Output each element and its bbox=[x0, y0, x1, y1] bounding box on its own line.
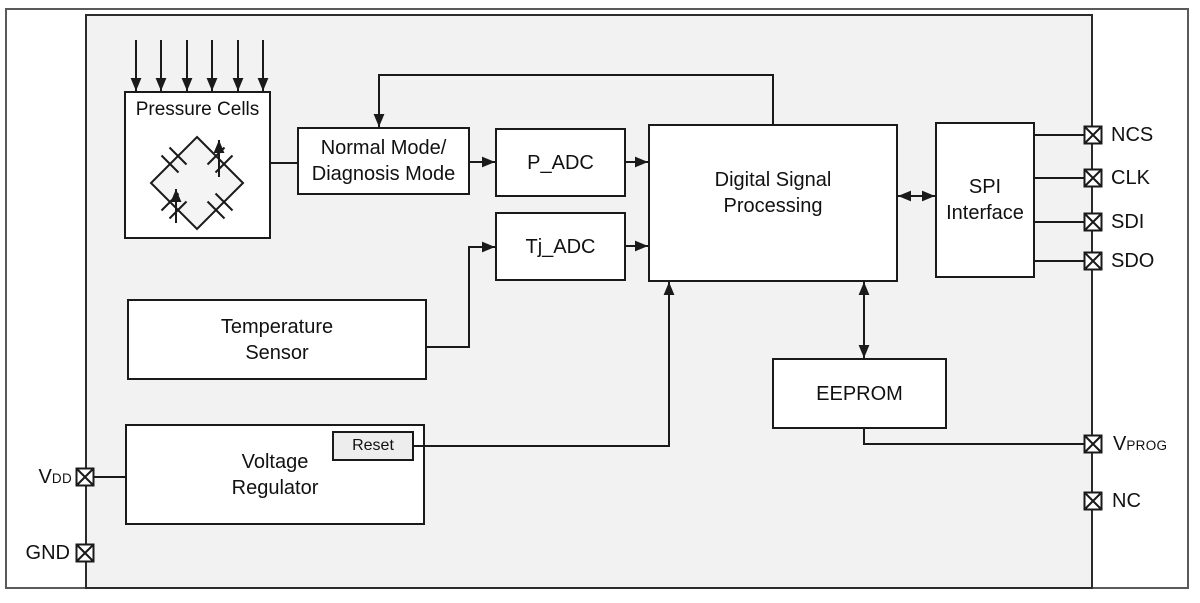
block-label-line1: Voltage bbox=[241, 450, 309, 473]
block-temperature-sensor: Temperature Sensor bbox=[127, 299, 427, 380]
pin-label-ncs: NCS bbox=[1111, 124, 1154, 146]
block-label-line1: Digital Signal bbox=[714, 169, 832, 191]
block-spi-interface: SPI Interface bbox=[935, 122, 1035, 278]
block-label-line1: Normal Mode/ bbox=[320, 137, 447, 159]
pin-label-clk: CLK bbox=[1111, 167, 1150, 189]
block-label-line2: Processing bbox=[723, 195, 823, 217]
block-pressure-cells: Pressure Cells bbox=[124, 91, 271, 239]
pin-label-vprog: VPROG bbox=[1113, 433, 1168, 455]
block-label-line2: Sensor bbox=[245, 341, 309, 364]
block-tj-adc: Tj_ADC bbox=[495, 212, 626, 281]
block-label-line2: Regulator bbox=[231, 476, 319, 499]
block-eeprom: EEPROM bbox=[772, 358, 947, 429]
block-label-line1: SPI bbox=[968, 176, 1002, 198]
block-label: P_ADC bbox=[527, 151, 594, 174]
block-normal-diagnosis-mode: Normal Mode/ Diagnosis Mode bbox=[297, 127, 470, 195]
block-label-line2: Diagnosis Mode bbox=[311, 163, 456, 185]
block-digital-signal-processing: Digital Signal Processing bbox=[648, 124, 898, 282]
block-label: Tj_ADC bbox=[525, 235, 596, 258]
block-label: Reset bbox=[352, 437, 394, 454]
block-reset: Reset bbox=[332, 431, 414, 461]
block-label-line2: Interface bbox=[946, 202, 1024, 224]
pin-label-nc: NC bbox=[1112, 490, 1141, 512]
pin-label-vdd: VDD bbox=[38, 466, 72, 488]
pin-label-sdo: SDO bbox=[1111, 250, 1155, 272]
block-label: Pressure Cells bbox=[135, 99, 260, 120]
block-label-line1: Temperature bbox=[220, 315, 334, 338]
pin-label-sdi: SDI bbox=[1111, 211, 1145, 233]
block-p-adc: P_ADC bbox=[495, 128, 626, 197]
block-label: EEPROM bbox=[816, 382, 903, 405]
pin-label-gnd: GND bbox=[25, 542, 70, 564]
